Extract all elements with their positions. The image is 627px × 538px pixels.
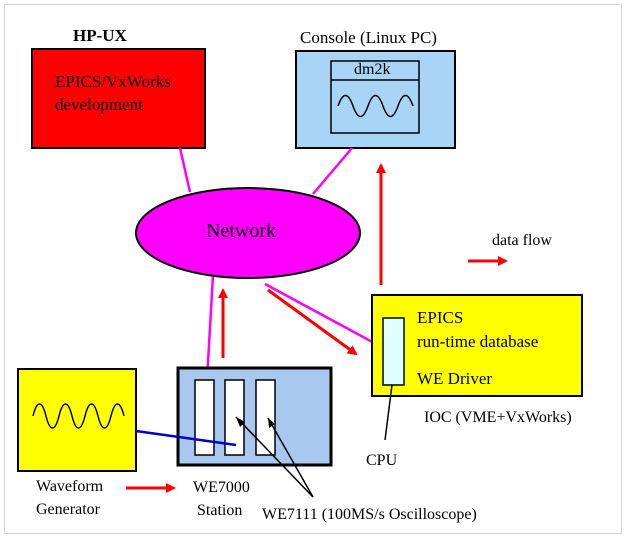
cpu-pointer	[384, 384, 393, 441]
console-wave-icon	[337, 94, 414, 118]
cpu-label: CPU	[366, 452, 398, 469]
hpux-box	[31, 48, 206, 149]
console-network-link	[312, 147, 353, 195]
we7111-label: WE7111 (100MS/s Oscilloscope)	[262, 506, 477, 523]
hpux-line2: development	[55, 95, 143, 114]
hpux-line1: EPICS/VxWorks	[55, 72, 171, 91]
data-flow-label: data flow	[492, 232, 552, 249]
ioc-line2: run-time database	[417, 332, 539, 351]
ioc-box	[371, 294, 583, 397]
station-line2: Station	[197, 502, 243, 519]
cpu-card	[382, 317, 405, 386]
ioc-line3: WE Driver	[417, 369, 493, 388]
station-slot-2	[224, 379, 245, 456]
we7111-pointer-head-2	[268, 418, 275, 428]
generator-line2: Generator	[36, 501, 100, 518]
network-ioc-link	[264, 282, 392, 354]
station-slot-3	[255, 379, 276, 456]
hpux-heading: HP-UX	[73, 26, 127, 45]
signal-cable	[135, 429, 237, 447]
flow-arrow-network-to-ioc	[267, 288, 358, 356]
generator-wave-icon	[32, 403, 125, 429]
we7111-pointer-1	[235, 416, 314, 498]
station-line1: WE7000	[193, 479, 250, 496]
generator-line1: Waveform	[36, 478, 104, 495]
station-slot-1	[194, 379, 215, 456]
we7111-pointer-head-1	[236, 417, 245, 427]
ioc-caption: IOC (VME+VxWorks)	[424, 409, 572, 426]
network-ellipse	[135, 187, 361, 279]
diagram-frame	[4, 4, 622, 534]
dm2k-window	[330, 60, 420, 134]
generator-box	[17, 368, 137, 472]
ioc-line1: EPICS	[417, 308, 464, 327]
we7111-pointer-2	[267, 417, 314, 498]
hpux-network-link	[178, 147, 192, 193]
network-label: Network	[206, 220, 276, 242]
dm2k-label: dm2k	[354, 61, 391, 78]
console-heading: Console (Linux PC)	[300, 28, 437, 47]
